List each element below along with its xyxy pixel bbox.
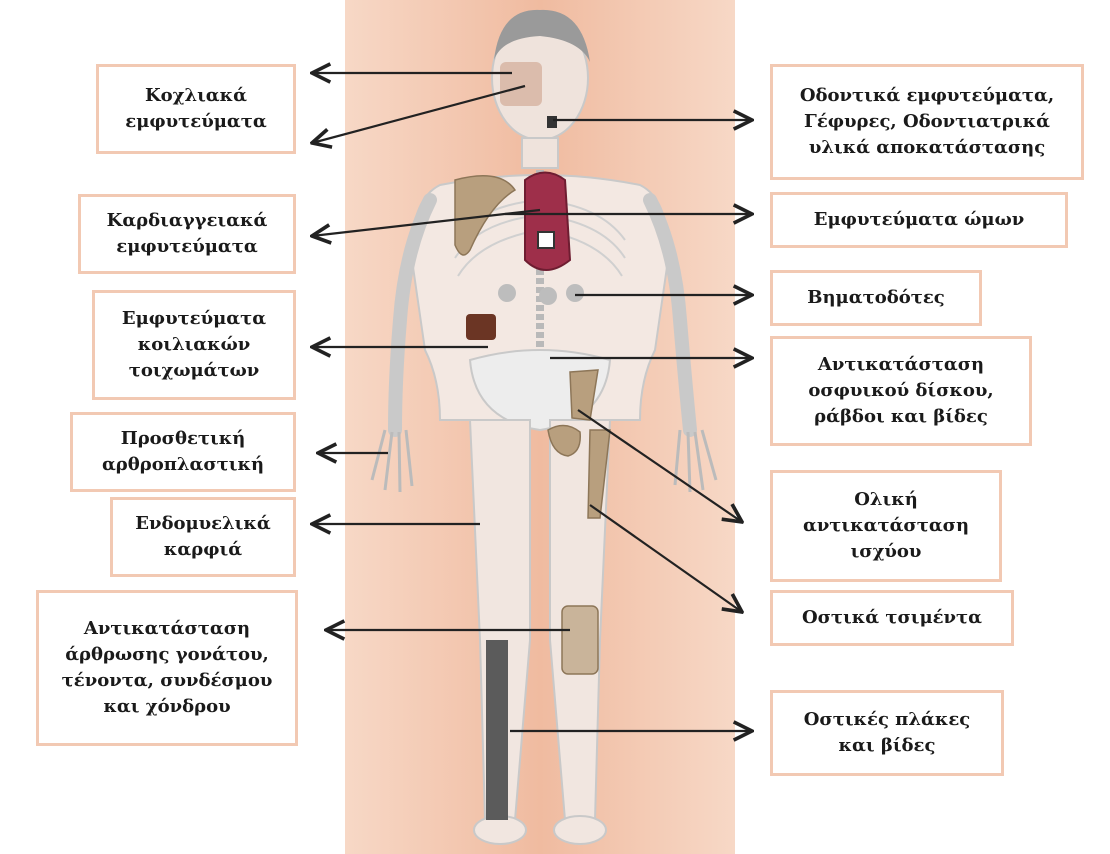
label-line: Οστικά τσιμέντα: [802, 605, 982, 631]
label-shoulder-implants: Εμφυτεύματα ώμων: [770, 192, 1068, 248]
label-line: υλικά αποκατάστασης: [800, 135, 1054, 161]
label-line: Καρδιαγγειακά: [107, 208, 268, 234]
label-line: καρφιά: [135, 537, 271, 563]
pacemaker-right: [566, 284, 584, 302]
label-line: Γέφυρες, Οδοντιατρικά: [800, 109, 1054, 135]
label-line: Οστικές πλάκες: [804, 707, 970, 733]
tibia-plate-implant: [486, 640, 508, 820]
knee-implant: [562, 606, 598, 674]
label-line: Εμφυτεύματα ώμων: [814, 207, 1024, 233]
label-line: άρθρωσης γονάτου,: [62, 642, 273, 668]
heart-implant: [525, 173, 570, 271]
pacemaker-device: [538, 232, 554, 248]
label-line: Οδοντικά εμφυτεύματα,: [800, 83, 1054, 109]
label-line: Αντικατάσταση: [808, 352, 993, 378]
label-line: τοιχωμάτων: [122, 358, 266, 384]
label-line: εμφυτεύματα: [125, 109, 266, 135]
label-line: και βίδες: [804, 733, 970, 759]
pacemaker-left: [498, 284, 516, 302]
label-line: οσφυικού δίσκου,: [808, 378, 993, 404]
label-line: κοιλιακών: [122, 332, 266, 358]
pacemaker-center: [539, 287, 557, 305]
label-line: ισχύου: [803, 539, 969, 565]
label-line: αντικατάσταση: [803, 513, 969, 539]
label-dental-implants: Οδοντικά εμφυτεύματα,Γέφυρες, Οδοντιατρι…: [770, 64, 1084, 180]
label-line: Προσθετική: [102, 426, 264, 452]
dental-implant: [547, 116, 557, 128]
label-bone-cements: Οστικά τσιμέντα: [770, 590, 1014, 646]
label-line: αρθροπλαστική: [102, 452, 264, 478]
label-line: Ολική: [803, 487, 969, 513]
label-line: Βηματοδότες: [807, 285, 944, 311]
label-line: ράβδοι και βίδες: [808, 404, 993, 430]
label-line: και χόνδρου: [62, 694, 273, 720]
label-line: τένοντα, συνδέσμου: [62, 668, 273, 694]
label-line: εμφυτεύματα: [107, 234, 268, 260]
label-line: Ενδομυελικά: [135, 511, 271, 537]
cochlear-implant: [500, 62, 542, 106]
label-line: Εμφυτεύματα: [122, 306, 266, 332]
label-line: Κοχλιακά: [125, 83, 266, 109]
label-pacemakers: Βηματοδότες: [770, 270, 982, 326]
label-line: Αντικατάσταση: [62, 616, 273, 642]
abdominal-implant: [466, 314, 496, 340]
